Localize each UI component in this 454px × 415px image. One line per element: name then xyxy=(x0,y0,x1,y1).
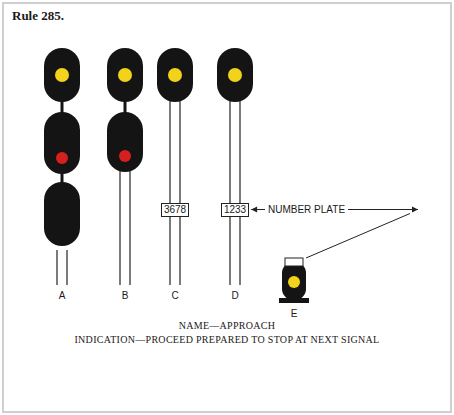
signal-letter: B xyxy=(122,290,129,301)
signal-heads xyxy=(44,48,253,246)
signal-letter: A xyxy=(59,290,66,301)
signal-letter: E xyxy=(291,308,298,319)
plate-number: 1233 xyxy=(224,204,246,215)
head-links xyxy=(62,100,125,184)
leader-line xyxy=(306,214,410,259)
number-plate: 1233 xyxy=(221,203,249,217)
leader-arrowhead xyxy=(251,207,257,213)
frame xyxy=(3,3,451,412)
signal-letter: D xyxy=(231,290,238,301)
rule-title: Rule 285. xyxy=(12,8,64,24)
leader-arrowhead xyxy=(412,207,418,213)
red-lamps xyxy=(56,150,131,164)
yellow-lamps xyxy=(55,68,242,82)
leader-line xyxy=(348,209,418,210)
plate-number: 3678 xyxy=(164,204,186,215)
dwarf-signal xyxy=(279,258,309,303)
plate-callout: NUMBER PLATE xyxy=(268,204,345,215)
masts xyxy=(57,100,240,285)
rule-caption: NAME—APPROACH xyxy=(179,320,276,331)
number-plate: 3678 xyxy=(161,203,189,217)
rule-caption: INDICATION—PROCEED PREPARED TO STOP AT N… xyxy=(74,334,379,345)
signal-letter: C xyxy=(171,290,178,301)
